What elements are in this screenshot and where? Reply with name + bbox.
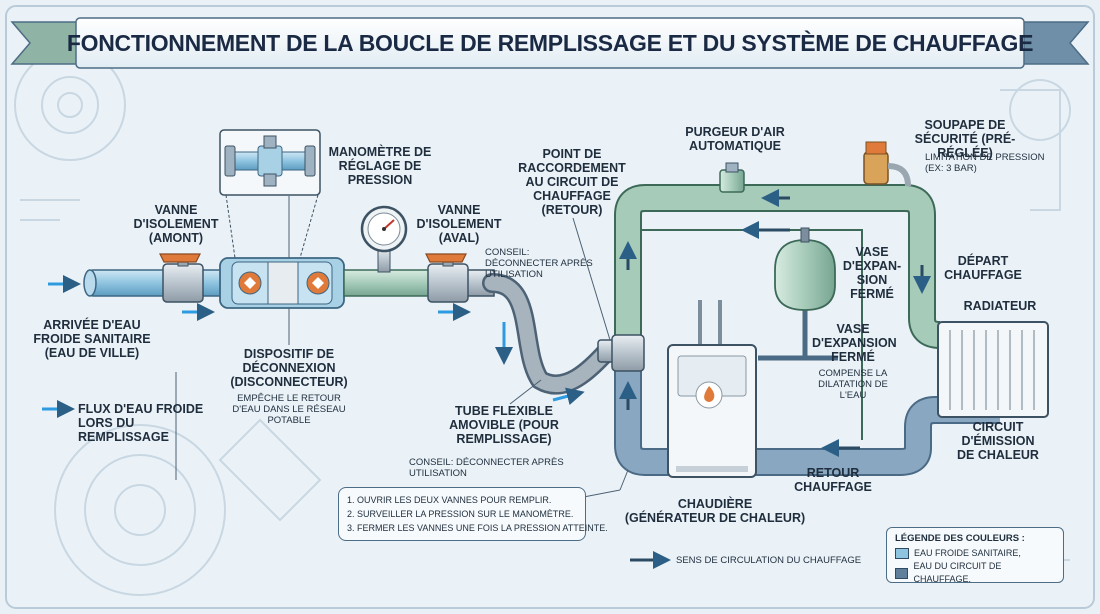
label-advice-top: Conseil: déconnecter après utilisation: [485, 247, 593, 280]
label-boiler-sub: (Générateur de chaleur): [624, 511, 806, 525]
label-fill-flow: Flux d'eau froide lors du remplissage: [78, 402, 204, 444]
radiator: [937, 321, 1049, 418]
disconnector-inset: [219, 129, 321, 196]
title-banner: Fonctionnement de la boucle de remplissa…: [67, 18, 1034, 68]
label-air-vent: Purgeur d'air automatique: [685, 125, 785, 153]
label-boiler-name: Chaudière: [677, 497, 753, 511]
label-safety-valve-note: Limitation de pression (ex: 3 bar): [925, 152, 1045, 174]
label-advice-bottom: Conseil: déconnecter après utilisation: [409, 457, 564, 479]
inset-leader: [225, 194, 319, 259]
legend-item-heating: Eau du circuit de chauffage.: [895, 560, 1055, 586]
label-pressure-gauge: Manomètre de réglage de pression: [328, 145, 432, 187]
label-disconnector: Dispositif de déconnexion (disconnecteur…: [230, 347, 348, 389]
label-cold-inlet: Arrivée d'eau froide sanitaire (eau de v…: [33, 318, 151, 360]
expansion-vessel: [774, 227, 836, 311]
label-safety-valve: Soupape de sécurité (pré-réglée): [914, 118, 1016, 160]
step-1: 1. Ouvrir les deux vannes pour remplir.: [347, 495, 552, 505]
page-title: Fonctionnement de la boucle de remplissa…: [66, 29, 1034, 56]
label-flow-direction: Sens de circulation du chauffage: [676, 555, 862, 566]
downstream-pipe: [343, 269, 495, 297]
legend-title: Légende des couleurs :: [895, 533, 1025, 544]
label-expansion-vessel: Vase d'expansion fermé: [812, 322, 897, 364]
label-supply: Départ chauffage: [944, 254, 1022, 282]
label-emission-circuit: Circuit d'émission de chaleur: [957, 420, 1039, 462]
downstream-valve: [425, 253, 469, 303]
legend-label-heating: Eau du circuit de chauffage.: [913, 561, 1002, 584]
label-radiator: Radiateur: [963, 299, 1037, 313]
label-connection-point: Point de raccordement au circuit de chau…: [518, 147, 626, 217]
color-legend: Légende des couleurs : Eau froide sanita…: [886, 527, 1064, 586]
label-expansion-vessel-note: Compense la dilatation de l'eau: [818, 368, 888, 401]
pressure-gauge: [360, 205, 408, 273]
label-boiler: Chaudière (Générateur de chaleur): [610, 497, 820, 525]
step-3: 3. Fermer les vannes une fois la pressio…: [347, 523, 608, 533]
label-downstream-valve: Vanne d'isolement (aval): [416, 203, 502, 245]
steps-box: 1. Ouvrir les deux vannes pour remplir. …: [338, 487, 608, 541]
disconnector-device: [219, 257, 345, 309]
heating-circuit: [611, 184, 1000, 476]
circulation-arrows: [619, 189, 931, 569]
legend-label-cold: Eau froide sanitaire,: [914, 548, 1021, 558]
air-vent: [719, 162, 745, 193]
legend-swatch-cold: [895, 548, 909, 559]
label-return: Retour chauffage: [794, 466, 872, 494]
fill-flow-arrows: [42, 275, 585, 418]
upstream-valve: [159, 253, 204, 303]
label-upstream-valve: Vanne d'isolement (amont): [133, 203, 219, 245]
label-flex-hose: Tube flexible amovible (pour remplissage…: [449, 404, 559, 446]
legend-item-cold: Eau froide sanitaire,: [895, 547, 1055, 560]
label-disconnector-note: Empêche le retour d'eau dans le réseau p…: [232, 393, 346, 426]
label-expansion-vessel-top: Vase d'expan-sion fermé: [842, 245, 902, 301]
title-banner: [10, 17, 1090, 69]
step-2: 2. Surveiller la pression sur le manomèt…: [347, 509, 574, 519]
boiler: [667, 344, 757, 478]
legend-swatch-heating: [895, 567, 909, 579]
safety-valve: [863, 141, 911, 187]
cold-water-inlet-pipe: [83, 269, 236, 297]
